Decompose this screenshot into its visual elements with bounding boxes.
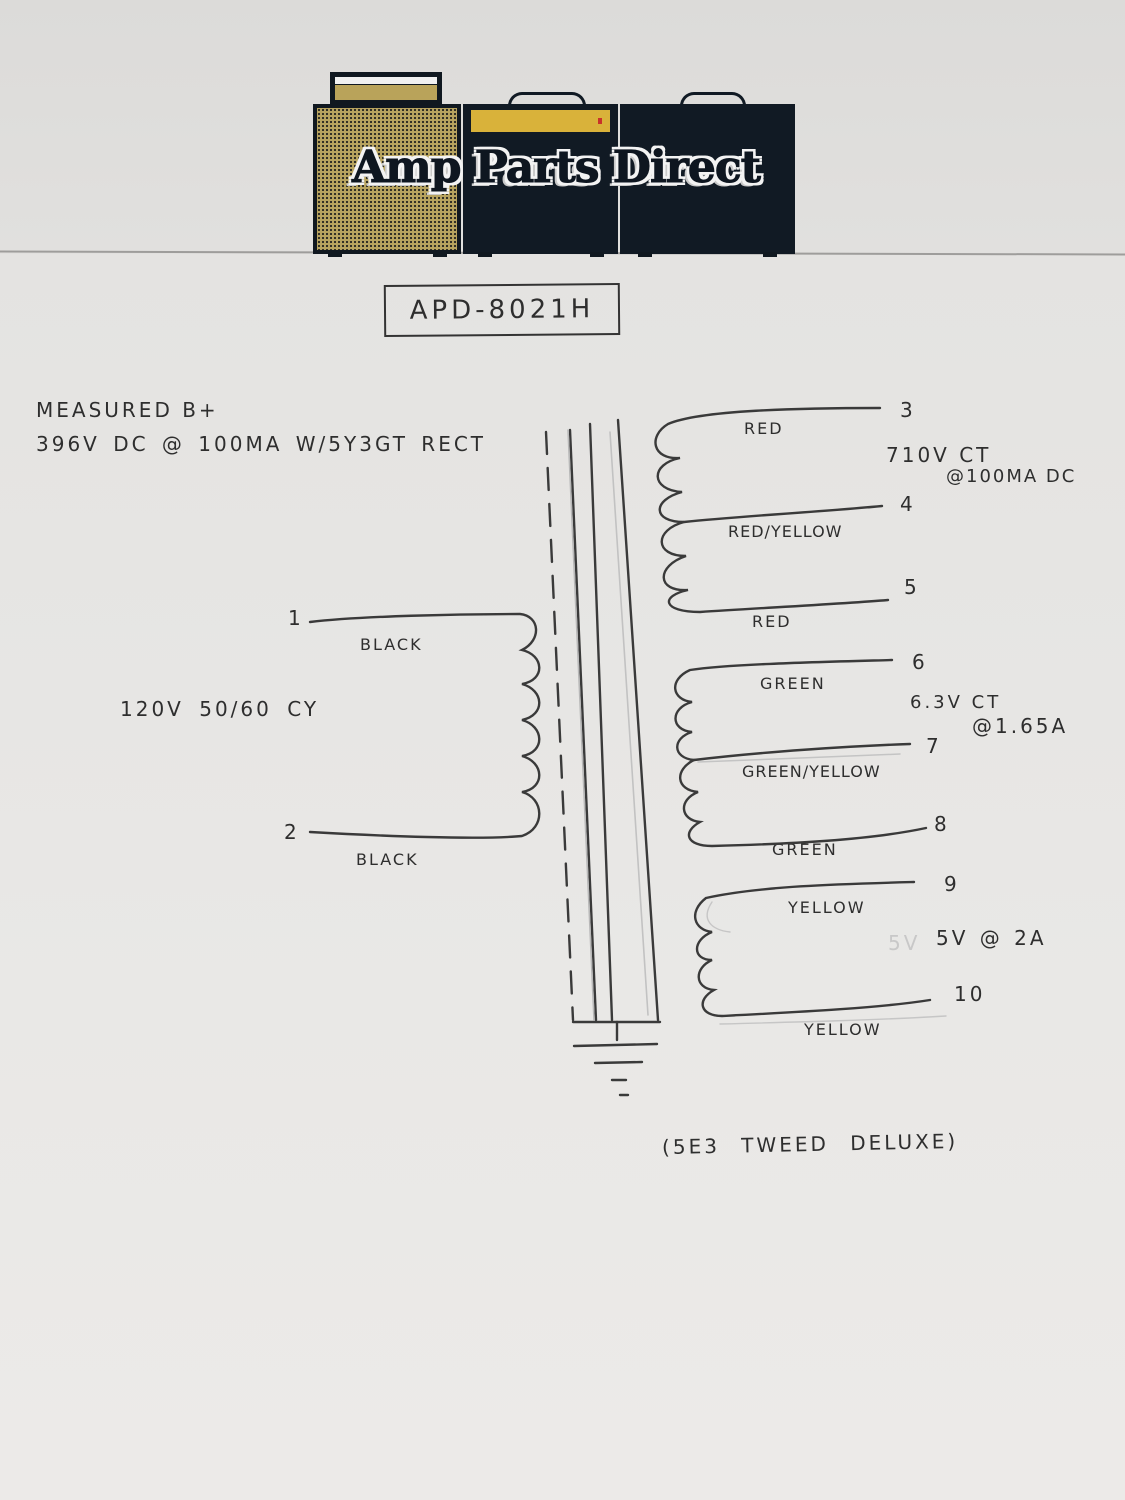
wire-color-label: RED: [744, 419, 784, 438]
speaker-cabinet-icon: [313, 104, 461, 254]
terminal-number: 1: [288, 606, 304, 630]
wire-color-label: BLACK: [360, 635, 423, 654]
combo-amp-icon: [620, 104, 795, 254]
terminal-number: 2: [284, 820, 300, 844]
terminal-number: 9: [944, 872, 960, 896]
terminal-number: 7: [926, 734, 942, 758]
amp-parts-direct-logo: Amp Parts Direct: [308, 70, 798, 258]
secondary-rating-line2: @100mA DC: [946, 466, 1077, 487]
secondary-rating-line1: 5V @ 2A: [936, 926, 1047, 950]
combo-amp-icon: [463, 104, 618, 254]
wire-color-label: GREEN: [772, 840, 838, 859]
model-number-box: APD-8021H: [383, 282, 621, 338]
wire-color-label: GREEN/YELLOW: [742, 762, 881, 781]
wire-color-label: RED: [752, 612, 792, 631]
wire-color-label: RED/YELLOW: [728, 522, 843, 541]
terminal-number: 4: [900, 492, 916, 516]
secondary-rating-line1: 710V CT: [886, 443, 992, 467]
amp-handle-icon: [680, 92, 746, 109]
bplus-note-line2: 396V DC @ 100mA w/5Y3GT RECT: [36, 432, 487, 456]
terminal-number: 5: [904, 575, 920, 599]
wire-color-label: GREEN: [760, 674, 826, 693]
terminal-number: 6: [912, 650, 928, 674]
wire-color-label: YELLOW: [804, 1020, 882, 1039]
terminal-number: 10: [954, 982, 986, 1006]
wire-color-label: BLACK: [356, 850, 419, 869]
model-number: APD-8021H: [409, 294, 595, 326]
secondary-rating-line1: 6.3V CT: [910, 692, 1002, 713]
wire-color-label: YELLOW: [788, 898, 866, 917]
terminal-number: 8: [934, 812, 950, 836]
terminal-number: 3: [900, 398, 916, 422]
bplus-note-line1: MEASURED B+: [36, 398, 219, 422]
amp-head-icon: [330, 72, 442, 105]
secondary-rating-line2: @1.65A: [972, 714, 1069, 738]
amp-handle-icon: [508, 92, 586, 109]
primary-voltage-label: 120V 50/60 CY: [120, 697, 320, 721]
brand-name: Amp Parts Direct: [352, 142, 762, 194]
